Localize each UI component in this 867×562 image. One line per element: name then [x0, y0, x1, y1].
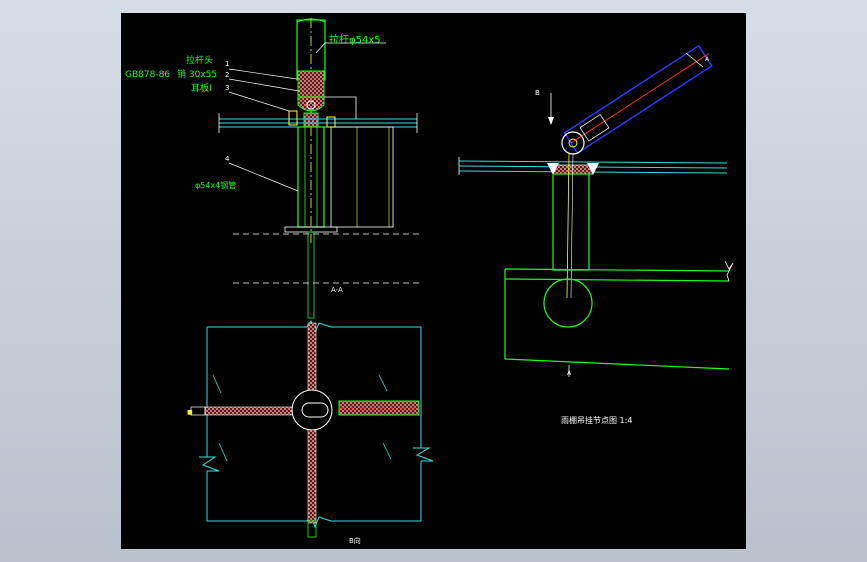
label-rod-head: 拉杆头: [186, 54, 213, 66]
end-cut-line: [685, 52, 704, 68]
leader-1: [228, 68, 298, 80]
drawing-sheet: 拉杆φ54x5 拉杆头 GB878-86 销 30x55 耳板I φ54x4钢管…: [121, 13, 746, 549]
plan-view: ■ B向: [187, 319, 434, 545]
callout-4: 4: [225, 155, 230, 163]
detail-canopy-1: [458, 160, 728, 164]
arrow-b-head: [548, 117, 554, 125]
rod-head: [297, 70, 325, 98]
label-rod-spec: 拉杆φ54x5: [329, 33, 381, 46]
beam-bottom: [504, 358, 730, 370]
plan-top-right: [331, 326, 422, 448]
dim-box: [330, 126, 394, 228]
hub-circle: [291, 389, 333, 431]
detail-wedge-left: [547, 163, 559, 175]
plate-left: [288, 110, 298, 126]
stub-mark: ■: [187, 409, 193, 416]
inclined-rod-head: [579, 113, 610, 142]
detail-wedge-right: [587, 163, 599, 175]
tick: [382, 442, 392, 460]
slot-hole: [301, 402, 329, 418]
plan-bottom-right: [331, 461, 422, 522]
inclined-rod: [563, 44, 713, 155]
label-section-aa: A-A: [331, 286, 343, 294]
beam-top: [504, 268, 730, 272]
rod-lower: [307, 231, 315, 319]
joint-pin: [568, 138, 578, 148]
callout-3: 3: [225, 84, 229, 92]
callout-2: 2: [225, 71, 229, 79]
post-centerline-white: [570, 152, 574, 299]
leader-3: [228, 91, 290, 112]
beam-top-inner: [504, 278, 730, 282]
label-standard: GB878-86: [125, 70, 170, 80]
zigzag-break-icon: [199, 456, 220, 472]
label-section-b: B向: [349, 536, 361, 545]
joint-circle: [561, 131, 585, 155]
ear-plate: [303, 112, 319, 128]
crosshatch-pattern-icon: [204, 406, 296, 416]
tick: [212, 374, 222, 394]
leader-rod: [315, 42, 386, 54]
dim-top: [324, 96, 357, 119]
leader-2: [228, 78, 300, 92]
detail-view: B A A 雨棚吊挂节点图 1:4: [458, 44, 734, 425]
label-tube: φ54x4钢管: [195, 180, 236, 190]
tick: [218, 442, 228, 462]
label-ear-plate: 耳板I: [191, 82, 212, 94]
cad-drawing: 拉杆φ54x5 拉杆头 GB878-86 销 30x55 耳板I φ54x4钢管…: [125, 18, 734, 545]
vertical-post: [552, 173, 590, 271]
post-centerline-yellow: [566, 152, 570, 299]
pin-circle: [306, 100, 316, 110]
inclined-rod-centerline: [570, 53, 709, 144]
plan-bottom-left: [206, 471, 307, 522]
tick: [378, 374, 388, 392]
stub-left: [190, 406, 206, 416]
beam-hole: [543, 278, 593, 328]
label-pin: 销 30x55: [177, 68, 217, 80]
mark-b: B: [535, 89, 540, 97]
elevation-view: 拉杆φ54x5 拉杆头 GB878-86 销 30x55 耳板I φ54x4钢管…: [125, 18, 421, 319]
zigzag-break-icon: [413, 447, 434, 462]
rod-head-round: [297, 96, 325, 112]
detail-title: 雨棚吊挂节点图 1:4: [561, 415, 632, 425]
callout-1: 1: [225, 60, 229, 68]
mark-a: A: [705, 56, 710, 63]
leader-4: [228, 162, 299, 192]
rod-stub-bottom: [307, 520, 317, 538]
zigzag-break-icon: [724, 260, 734, 282]
mark-a2: A: [567, 370, 572, 377]
